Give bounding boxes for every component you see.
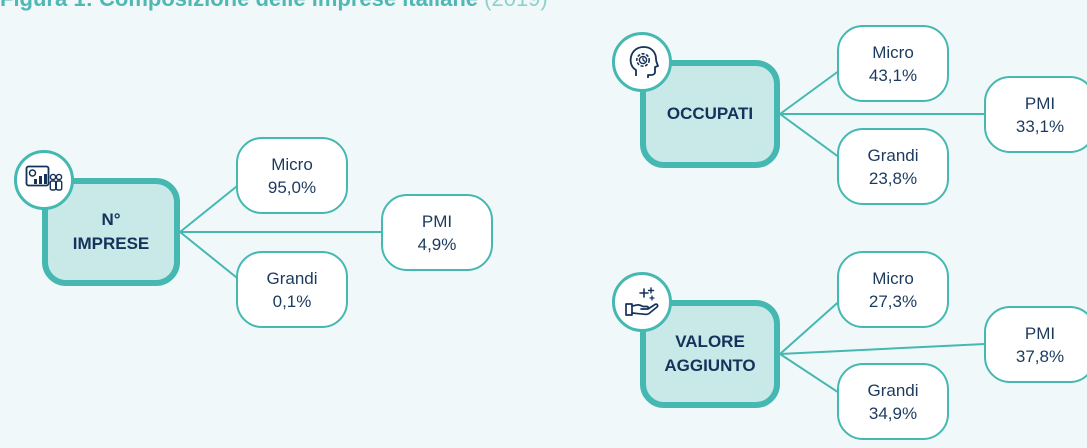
imprese-micro-label: Micro [271, 154, 313, 174]
occupati-grandi-node: Grandi 23,8% [837, 128, 949, 205]
occupati-pmi-label: PMI [1024, 93, 1056, 113]
occupati-grandi-value: 23,8% [868, 168, 918, 188]
valore-pmi-value: 37,8% [1015, 346, 1065, 366]
imprese-pmi-label: PMI [421, 211, 453, 231]
figure-title-text: Figura 1: Composizione delle imprese ita… [0, 0, 478, 11]
valore-micro-value: 27,3% [868, 291, 918, 311]
main-node-valore-aggiunto-label: VALORE AGGIUNTO [664, 332, 756, 375]
imprese-grandi-node: Grandi 0,1% [236, 251, 348, 328]
main-node-occupati-label: OCCUPATI [666, 104, 754, 123]
badge-imprese [14, 150, 74, 210]
occupati-micro-label: Micro [872, 42, 914, 62]
occupati-micro-value: 43,1% [868, 65, 918, 85]
valore-micro-label: Micro [872, 268, 914, 288]
hand-sparkles-icon [625, 287, 659, 316]
occupati-micro-node: Micro 43,1% [837, 25, 949, 102]
valore-pmi-label: PMI [1024, 323, 1056, 343]
connector-valore-pmi [779, 343, 986, 355]
valore-grandi-node: Grandi 34,9% [837, 363, 949, 440]
enterprises-chart-people-icon [25, 165, 63, 191]
occupati-pmi-node: PMI 33,1% [984, 76, 1087, 153]
badge-valore-aggiunto [612, 272, 672, 332]
imprese-micro-value: 95,0% [267, 177, 317, 197]
imprese-micro-node: Micro 95,0% [236, 137, 348, 214]
head-gear-clock-icon [629, 46, 659, 78]
main-node-imprese-label: N° IMPRESE [72, 210, 150, 253]
figure-title: Figura 1: Composizione delle imprese ita… [0, 0, 760, 12]
valore-grandi-label: Grandi [867, 380, 919, 400]
figure-title-year: (2019) [484, 0, 548, 11]
valore-pmi-node: PMI 37,8% [984, 306, 1087, 383]
imprese-grandi-label: Grandi [266, 268, 318, 288]
occupati-grandi-label: Grandi [867, 145, 919, 165]
valore-grandi-value: 34,9% [868, 403, 918, 423]
valore-micro-node: Micro 27,3% [837, 251, 949, 328]
imprese-pmi-node: PMI 4,9% [381, 194, 493, 271]
occupati-pmi-value: 33,1% [1015, 116, 1065, 136]
badge-occupati [612, 32, 672, 92]
imprese-grandi-value: 0,1% [272, 291, 312, 311]
imprese-pmi-value: 4,9% [417, 234, 457, 254]
